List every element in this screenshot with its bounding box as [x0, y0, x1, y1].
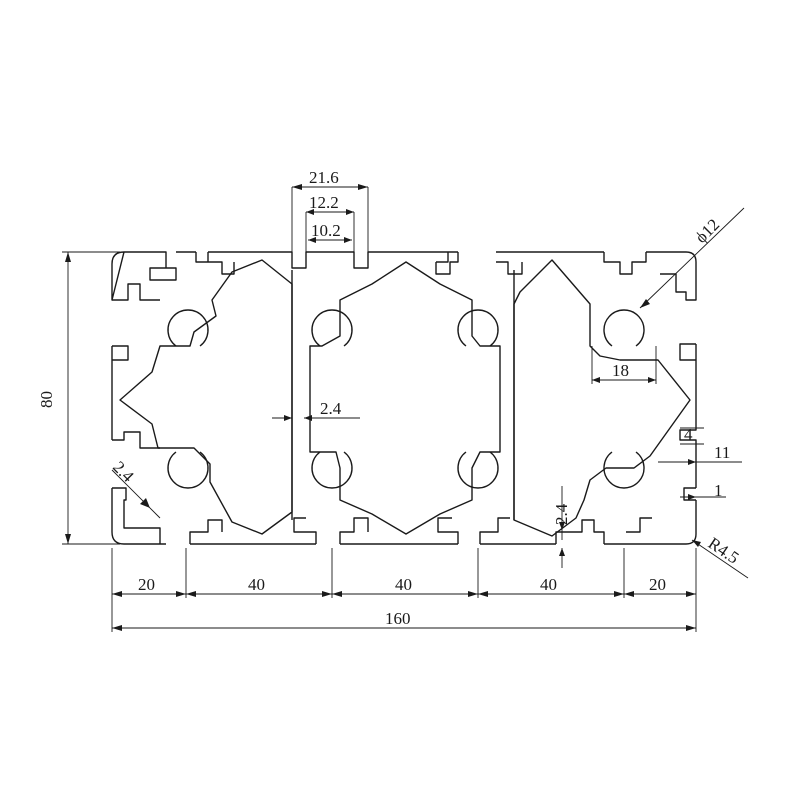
slot-top-3 — [496, 261, 523, 275]
dim-pitch-edge-right: 20 — [649, 575, 666, 594]
dim-height: 80 — [37, 391, 56, 408]
slot-bottom-3 — [437, 517, 510, 544]
slot-top-2 — [435, 252, 459, 275]
dim-slot-width-inner: 10.2 — [311, 221, 341, 240]
dim-pitch-edge-left: 20 — [138, 575, 155, 594]
dim-wall-bottom: 2.4 — [552, 503, 571, 525]
bolt-hole-3 — [311, 309, 353, 347]
dim-lip-thickness: 1 — [714, 481, 723, 500]
bolt-hole-2 — [167, 451, 209, 489]
chamber-center — [309, 261, 501, 535]
slot-top-4 — [603, 252, 647, 275]
chamber-left — [119, 259, 293, 535]
outer-contour — [111, 251, 697, 545]
dim-wall-left: 2.4 — [109, 457, 138, 486]
slot-bottom-2 — [293, 517, 369, 544]
bolt-hole-6 — [457, 451, 499, 489]
bolt-hole-8 — [603, 451, 645, 489]
profile-outline — [111, 251, 697, 545]
dim-line-wall-left — [111, 469, 161, 519]
dim-pitch-3: 40 — [540, 575, 557, 594]
slot-lip-left-bottom — [112, 487, 161, 544]
dim-line-hole-diameter — [639, 207, 745, 309]
slot-lip-right-mid — [679, 343, 696, 361]
slot-lip-left-mid — [112, 345, 129, 361]
chamber-right — [513, 259, 691, 537]
bolt-hole-1 — [167, 309, 209, 347]
dim-wall-center: 2.4 — [320, 399, 342, 418]
dim-lip-depth: 4 — [684, 425, 693, 444]
bolt-hole-5 — [457, 309, 499, 347]
slot-bottom-4 — [555, 517, 652, 544]
dim-slot-width-outer: 21.6 — [309, 168, 339, 187]
slot-top-1 — [195, 252, 235, 275]
bolt-hole-7 — [603, 309, 645, 347]
dim-slot-width-mid: 12.2 — [309, 193, 339, 212]
dimensions: 21.6 12.2 10.2 80 2.4 2.4 2.4 — [37, 168, 749, 632]
dim-pitch-1: 40 — [248, 575, 265, 594]
slot-lip-left-top — [112, 283, 160, 301]
slot-bottom-1 — [189, 519, 223, 544]
slot-lip-right-bottom — [683, 487, 696, 501]
dim-line-corner-radius — [691, 539, 749, 579]
dim-total-width: 160 — [385, 609, 411, 628]
dim-pitch-2: 40 — [395, 575, 412, 594]
dim-corner-radius: R4.5 — [705, 534, 743, 568]
dim-chamber-width: 18 — [612, 361, 629, 380]
dim-slot-depth: 11 — [714, 443, 730, 462]
dim-hole-diameter: ϕ12 — [691, 215, 723, 247]
slot-lip-left-lower — [112, 431, 160, 449]
bolt-hole-4 — [311, 451, 353, 489]
